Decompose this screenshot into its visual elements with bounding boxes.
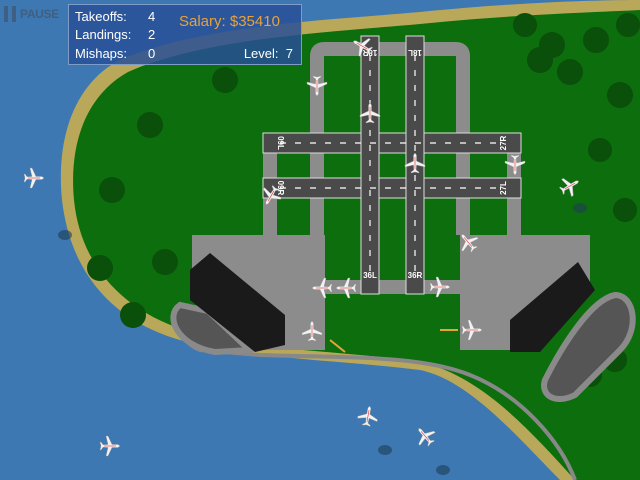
terminal-right xyxy=(510,262,595,352)
landings-row: Landings: 2 xyxy=(75,27,155,42)
terminal-left xyxy=(190,253,285,352)
plane-shadows xyxy=(58,203,587,475)
island-grass xyxy=(73,10,640,480)
level: Level: 7 xyxy=(244,46,293,61)
level-value: 7 xyxy=(285,46,293,61)
pause-label: PAUSE xyxy=(20,7,59,21)
runway-label-09l: 09L xyxy=(276,136,285,150)
pause-icon xyxy=(12,6,16,22)
level-label: Level: xyxy=(243,46,279,61)
mishaps-row: Mishaps: 0 xyxy=(75,46,155,61)
mishaps-value: 0 xyxy=(148,46,156,61)
pause-button[interactable]: PAUSE xyxy=(4,6,59,22)
runways[interactable] xyxy=(262,35,522,295)
takeoffs-value: 4 xyxy=(148,9,156,24)
takeoffs-label: Takeoffs: xyxy=(75,9,127,24)
runway-label-27l: 27L xyxy=(499,181,508,195)
plane[interactable] xyxy=(23,167,45,189)
runway-label-36r: 36R xyxy=(408,271,423,280)
road-loop-right xyxy=(541,291,636,402)
salary-label: Salary: $ xyxy=(179,13,239,30)
salary-value: 35410 xyxy=(238,13,280,30)
pause-icon xyxy=(4,6,8,22)
runway-label-09r: 09R xyxy=(276,181,285,196)
score-panel: Takeoffs: 4 Landings: 2 Mishaps: 0 Salar… xyxy=(68,4,302,65)
mishaps-label: Mishaps: xyxy=(75,46,128,61)
plane[interactable] xyxy=(99,435,121,457)
salary: Salary: $35410 xyxy=(179,13,280,30)
runway-label-27r: 27R xyxy=(499,135,508,150)
landings-value: 2 xyxy=(148,27,156,42)
guide-arrow xyxy=(329,339,346,353)
runway-label-18l: 18L xyxy=(408,48,422,57)
runway-label-18r: 18R xyxy=(362,48,377,57)
takeoffs-row: Takeoffs: 4 xyxy=(75,9,155,24)
plane[interactable] xyxy=(356,404,380,428)
runway-label-36l: 36L xyxy=(363,271,377,280)
landings-label: Landings: xyxy=(75,27,132,42)
plane[interactable] xyxy=(410,421,440,451)
